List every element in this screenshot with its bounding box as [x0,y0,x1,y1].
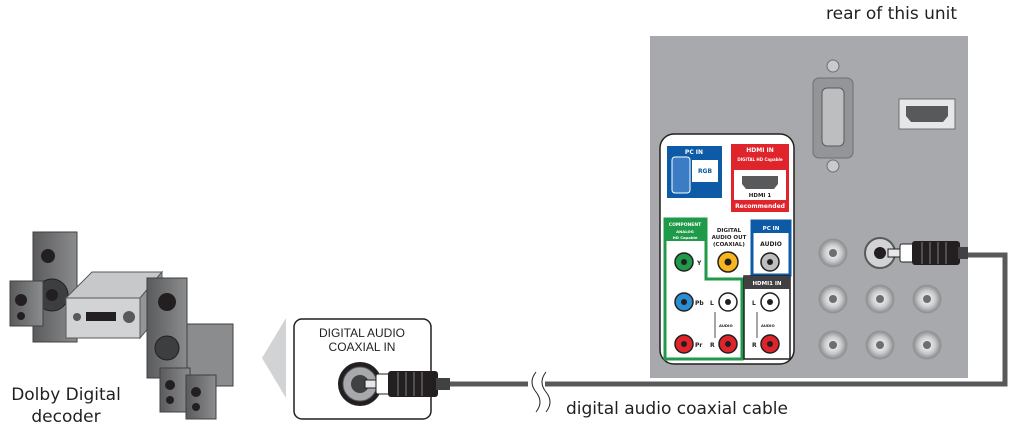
rca-plug-tv [887,241,968,265]
dolby-decoder-label: Dolby Digital decoder [11,385,121,427]
rgb-label: RGB [698,168,713,175]
connector-label-panel: PC IN RGB HDMI IN DIGITAL HD Capable HDM… [659,133,795,365]
digital-audio-out-line3: (COAXIAL) [713,242,745,248]
pc-in-audio-title: PC IN [763,226,780,232]
recommended-label: Recommended [735,203,785,210]
r-label: R [710,342,715,349]
hdmi-port-top [898,98,956,130]
audio-small-label: AUDIO [719,323,733,328]
pb-label: Pb [695,300,704,307]
coax-in-label-line1: DIGITAL AUDIO [319,326,405,340]
l-label: L [710,300,714,307]
hdmi1-label: HDMI 1 [749,193,772,199]
pr-label: Pr [695,342,702,349]
coaxial-cable [450,252,1008,413]
coax-in-label-line2: COAXIAL IN [329,340,396,354]
l-label-2: L [752,300,756,307]
hdmi-in-title: HDMI IN [746,147,774,154]
cable-label: digital audio coaxial cable [566,399,788,419]
analog-label: ANALOG [676,229,694,234]
digital-audio-out-line2: AUDIO OUT [712,235,747,241]
home-theater-system [9,231,234,420]
rear-of-unit-label: rear of this unit [826,4,958,24]
audio-small-label-2: AUDIO [761,323,775,328]
digital-audio-out-line1: DIGITAL [717,228,742,234]
pc-in-title: PC IN [685,149,703,156]
direction-arrow [262,318,286,398]
hd-capable-label: HD Capable [673,235,698,240]
y-label: Y [696,260,702,267]
component-title: COMPONENT [669,222,702,228]
rca-plug-decoder [364,371,450,397]
r-label-2: R [752,342,757,349]
audio-label: AUDIO [760,241,782,248]
hdmi-capable-label: DIGITAL HD Capable [737,157,783,162]
hdmi1-in-label: HDMI1 IN [752,281,781,287]
vga-port-top [812,59,854,173]
